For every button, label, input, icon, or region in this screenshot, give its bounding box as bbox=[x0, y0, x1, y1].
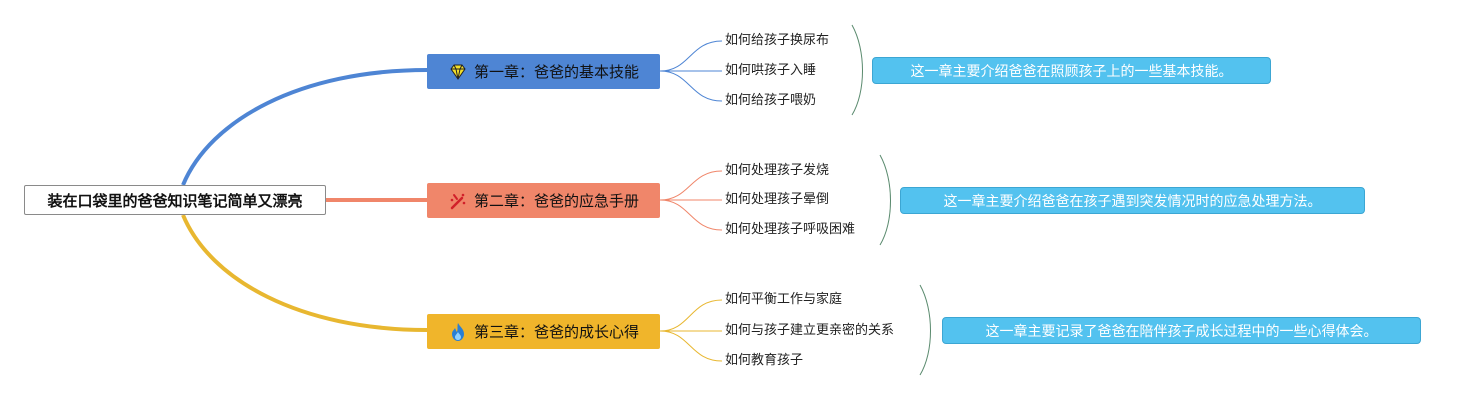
leaf-2-3[interactable]: 如何处理孩子呼吸困难 bbox=[725, 222, 856, 237]
summary-3[interactable]: 这一章主要记录了爸爸在陪伴孩子成长过程中的一些心得体会。 bbox=[942, 317, 1421, 344]
summary-1[interactable]: 这一章主要介绍爸爸在照顾孩子上的一些基本技能。 bbox=[872, 57, 1271, 84]
chapter-3-label: 第三章：爸爸的成长心得 bbox=[473, 323, 639, 341]
summary-2[interactable]: 这一章主要介绍爸爸在孩子遇到突发情况时的应急处理方法。 bbox=[900, 187, 1365, 214]
leaf-2-1[interactable]: 如何处理孩子发烧 bbox=[725, 163, 830, 178]
leaf-1-1[interactable]: 如何给孩子换尿布 bbox=[725, 33, 830, 48]
chapter2-leaf-connectors bbox=[659, 170, 723, 231]
summary-bracket-2 bbox=[879, 154, 891, 246]
chapter3-leaf-connectors bbox=[659, 299, 723, 362]
chapter-2-topic[interactable]: 第二章：爸爸的应急手册 bbox=[427, 183, 660, 218]
flame-icon bbox=[451, 322, 464, 341]
leaf-3-3[interactable]: 如何教育孩子 bbox=[725, 353, 804, 368]
connector-root-chapter3 bbox=[181, 214, 428, 332]
summary-bracket-3 bbox=[919, 284, 931, 376]
leaf-1-3[interactable]: 如何给孩子喂奶 bbox=[725, 93, 817, 108]
summary-bracket-1 bbox=[851, 24, 863, 116]
leaf-2-2[interactable]: 如何处理孩子晕倒 bbox=[725, 192, 830, 207]
leaf-3-2[interactable]: 如何与孩子建立更亲密的关系 bbox=[725, 323, 895, 338]
connector-root-chapter1 bbox=[181, 68, 428, 186]
gem-icon bbox=[450, 64, 466, 80]
chapter1-leaf-connectors bbox=[659, 40, 723, 102]
leaf-1-2[interactable]: 如何哄孩子入睡 bbox=[725, 63, 817, 78]
chapter-1-topic[interactable]: 第一章：爸爸的基本技能 bbox=[427, 54, 660, 89]
root-topic[interactable]: 装在口袋里的爸爸知识笔记简单又漂亮 bbox=[24, 185, 326, 215]
leaf-3-1[interactable]: 如何平衡工作与家庭 bbox=[725, 292, 843, 307]
sparkle-wand-icon bbox=[450, 193, 466, 209]
chapter-1-label: 第一章：爸爸的基本技能 bbox=[473, 63, 639, 81]
chapter-3-topic[interactable]: 第三章：爸爸的成长心得 bbox=[427, 314, 660, 349]
chapter-2-label: 第二章：爸爸的应急手册 bbox=[473, 192, 639, 210]
